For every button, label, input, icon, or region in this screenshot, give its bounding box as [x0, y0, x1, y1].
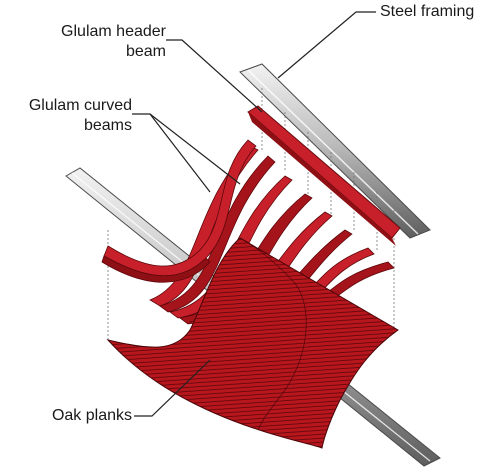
label-glulam-header-beam: Glulam header beam	[58, 22, 166, 62]
label-oak-planks-text: Oak planks	[51, 407, 132, 424]
label-steel-framing-text: Steel framing	[380, 3, 475, 20]
leader-lines	[132, 11, 376, 417]
label-glulam-header-beam-line1: Glulam header	[61, 23, 166, 40]
label-oak-planks: Oak planks	[42, 406, 132, 426]
label-glulam-curved-beams: Glulam curved beams	[22, 96, 132, 136]
oak-planks-surface	[106, 237, 399, 449]
label-glulam-curved-beams-line1: Glulam curved	[28, 97, 132, 114]
glulam-header-beam	[247, 105, 401, 246]
steel-framing-top	[239, 63, 431, 239]
label-steel-framing: Steel framing	[380, 2, 474, 22]
label-glulam-header-beam-line2: beam	[125, 43, 166, 60]
label-glulam-curved-beams-line2: beams	[83, 117, 132, 134]
